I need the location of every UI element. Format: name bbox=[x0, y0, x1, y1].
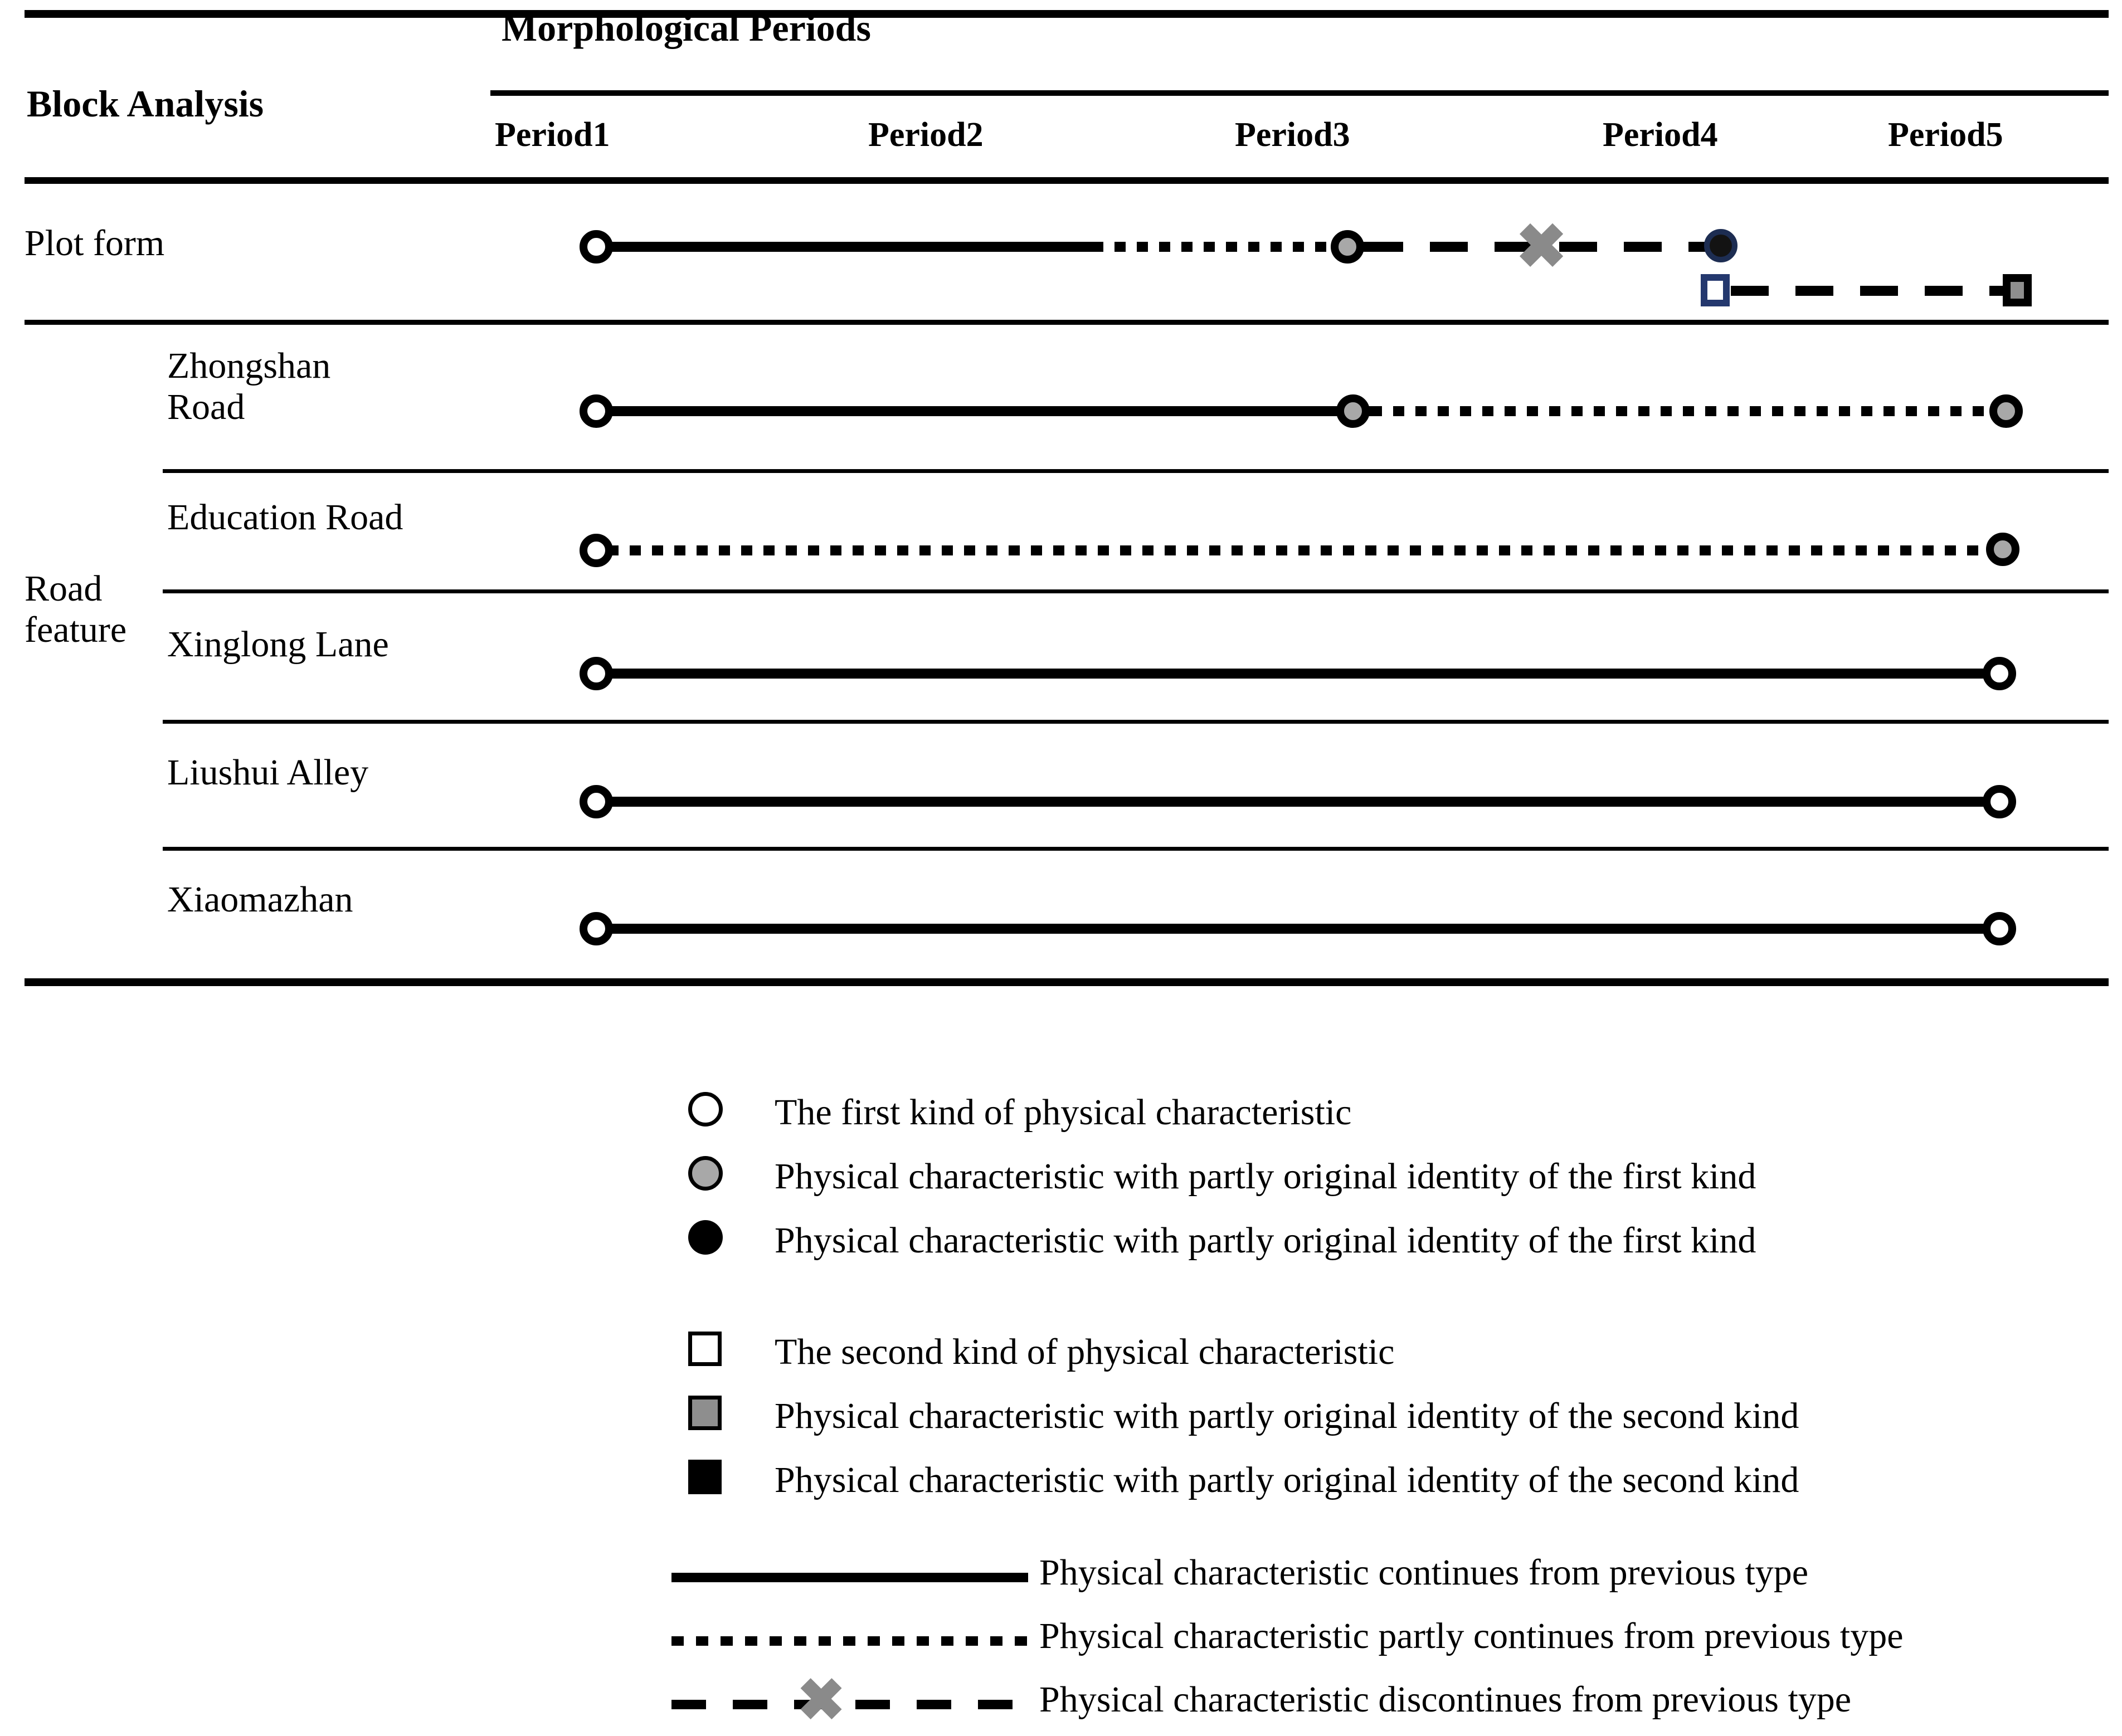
segment-solid-p1-p2 bbox=[607, 242, 1092, 252]
legend-label-circle-black: Physical characteristic with partly orig… bbox=[775, 1220, 1756, 1261]
group-header: Morphological Periods bbox=[502, 7, 871, 49]
marker-circle-white-start bbox=[580, 534, 613, 567]
column-header-period2: Period2 bbox=[868, 116, 984, 154]
segment-dashed-p3-p4 bbox=[1365, 242, 1739, 252]
plot-form-row-divider bbox=[25, 320, 2109, 325]
segment-dotted-p3-p5 bbox=[1371, 406, 2006, 416]
table-bottom-border bbox=[25, 978, 2109, 986]
marker-circle-white-end bbox=[1983, 657, 2016, 690]
marker-circle-gray-end bbox=[1989, 394, 2023, 428]
section-label-road-feature: Road feature bbox=[25, 568, 127, 650]
row-label-xinglong-lane: Xinglong Lane bbox=[167, 624, 389, 665]
row-label-xiaomazhan: Xiaomazhan bbox=[167, 879, 353, 920]
marker-circle-white-p1 bbox=[580, 230, 613, 264]
legend-label-square-white: The second kind of physical characterist… bbox=[775, 1332, 1395, 1372]
dashed-x-marker-icon: ✖ bbox=[797, 1668, 846, 1733]
circle-white-marker-icon bbox=[688, 1092, 723, 1127]
table-top-border bbox=[25, 10, 2109, 18]
marker-circle-white-end bbox=[1983, 912, 2016, 945]
dashed-line-icon bbox=[671, 1700, 1028, 1709]
legend-label-solid-line: Physical characteristic continues from p… bbox=[1039, 1552, 1809, 1593]
zhongshan-road-divider bbox=[163, 469, 2109, 473]
marker-circle-gray-end bbox=[1986, 533, 2019, 566]
row-label-plot-form: Plot form bbox=[25, 223, 165, 264]
marker-circle-navy-p4 bbox=[1704, 229, 1737, 262]
column-header-period5: Period5 bbox=[1888, 116, 2003, 154]
square-black-marker-icon bbox=[688, 1460, 722, 1494]
xinglong-lane-divider bbox=[163, 720, 2109, 724]
segment-dotted-p1-p5 bbox=[607, 545, 2001, 555]
row-label-education-road: Education Road bbox=[167, 497, 403, 538]
group-header-underline bbox=[490, 90, 2109, 96]
header-bottom-border bbox=[25, 177, 2109, 184]
marker-circle-white-start bbox=[580, 657, 613, 690]
column-header-period1: Period1 bbox=[495, 116, 610, 154]
legend-label-dashed-line: Physical characteristic discontinues fro… bbox=[1039, 1679, 1852, 1720]
legend-label-circle-gray: Physical characteristic with partly orig… bbox=[775, 1156, 1756, 1197]
marker-circle-gray-p3 bbox=[1331, 230, 1364, 264]
square-white-marker-icon bbox=[688, 1332, 722, 1366]
dotted-line-icon bbox=[671, 1636, 1028, 1646]
marker-circle-gray-mid bbox=[1336, 394, 1370, 428]
segment-dotted-p2-p3 bbox=[1092, 242, 1365, 252]
marker-circle-white-start bbox=[580, 912, 613, 945]
marker-circle-white-start bbox=[580, 394, 613, 428]
segment-dashed-p4-p5 bbox=[1731, 286, 2015, 296]
corner-header: Block Analysis bbox=[27, 82, 264, 125]
marker-x-discontinue: ✖ bbox=[1516, 212, 1568, 281]
marker-circle-white-start bbox=[580, 785, 613, 818]
column-header-period4: Period4 bbox=[1603, 116, 1718, 154]
circle-gray-marker-icon bbox=[688, 1156, 723, 1191]
marker-square-white-p4 bbox=[1701, 274, 1730, 306]
education-road-divider bbox=[163, 589, 2109, 593]
legend-label-circle-white: The first kind of physical characteristi… bbox=[775, 1092, 1352, 1133]
legend-label-square-gray: Physical characteristic with partly orig… bbox=[775, 1396, 1799, 1436]
square-gray-marker-icon bbox=[688, 1396, 722, 1430]
row-label-liushui-alley: Liushui Alley bbox=[167, 752, 369, 793]
solid-line-icon bbox=[671, 1573, 1028, 1582]
segment-solid-p1-p5 bbox=[607, 924, 1995, 934]
column-header-period3: Period3 bbox=[1235, 116, 1350, 154]
liushui-alley-divider bbox=[163, 847, 2109, 851]
circle-black-marker-icon bbox=[688, 1220, 723, 1255]
legend-label-dotted-line: Physical characteristic partly continues… bbox=[1039, 1616, 1904, 1656]
marker-circle-white-end bbox=[1983, 785, 2016, 818]
segment-solid-p1-p3 bbox=[607, 406, 1371, 416]
legend-label-square-black: Physical characteristic with partly orig… bbox=[775, 1460, 1799, 1500]
segment-solid-p1-p5 bbox=[607, 669, 1995, 679]
segment-solid-p1-p5 bbox=[607, 797, 1995, 807]
marker-square-gray-p5 bbox=[2003, 274, 2032, 306]
row-label-zhongshan-road: Zhongshan Road bbox=[167, 345, 331, 427]
